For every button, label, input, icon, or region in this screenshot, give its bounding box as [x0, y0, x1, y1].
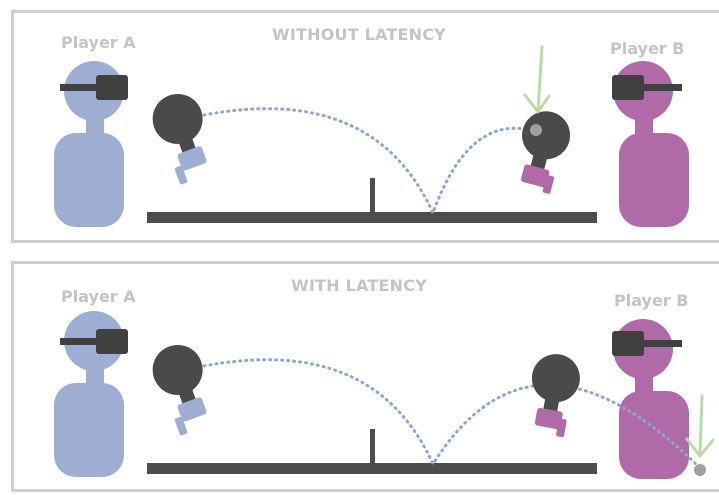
ping-pong-paddle-icon — [520, 111, 571, 194]
player-a-neck — [86, 111, 104, 139]
player-a-label: Player A — [61, 33, 136, 52]
vr-headset-icon — [612, 331, 644, 356]
player-a-body — [54, 383, 124, 477]
vr-headset-icon — [642, 340, 682, 347]
player-b-body — [619, 133, 689, 227]
player-b-neck — [635, 111, 653, 139]
player-b-label: Player B — [610, 39, 685, 58]
down-arrow-icon — [523, 45, 551, 114]
ball-trajectory — [202, 107, 536, 217]
vr-headset-icon — [60, 338, 100, 345]
scene-without-latency — [54, 45, 689, 227]
down-arrow-icon — [685, 394, 715, 458]
table — [147, 212, 597, 223]
panel-title: WITHOUT LATENCY — [272, 25, 446, 44]
vr-headset-icon — [612, 75, 644, 100]
player-b-label: Player B — [614, 291, 689, 310]
player-b-figure — [612, 61, 689, 227]
ping-pong-paddle-icon — [152, 93, 207, 185]
vr-headset-icon — [642, 84, 682, 91]
player-a-neck — [86, 361, 104, 389]
player-a-label: Player A — [61, 287, 136, 306]
panel-with-latency: WITH LATENCY Player A Player B — [11, 261, 719, 492]
ball-trajectory — [202, 358, 702, 470]
player-b-neck — [635, 369, 653, 397]
player-a-figure — [54, 311, 128, 477]
panel-title: WITH LATENCY — [291, 276, 427, 295]
vr-headset-icon — [96, 329, 128, 354]
player-b-figure — [612, 319, 689, 479]
vr-headset-icon — [60, 84, 100, 91]
panel-without-latency: WITHOUT LATENCY Player A Player B — [11, 10, 719, 243]
ball-icon — [530, 124, 542, 136]
player-b-body — [619, 391, 689, 479]
scene-with-latency — [54, 311, 715, 479]
vr-headset-icon — [96, 75, 128, 100]
net — [370, 178, 375, 214]
table — [147, 463, 597, 474]
ping-pong-paddle-icon — [531, 354, 580, 438]
ping-pong-paddle-icon — [152, 344, 207, 436]
player-a-body — [54, 133, 124, 227]
player-a-figure — [54, 61, 128, 227]
ball-icon — [694, 464, 706, 476]
net — [370, 429, 375, 465]
